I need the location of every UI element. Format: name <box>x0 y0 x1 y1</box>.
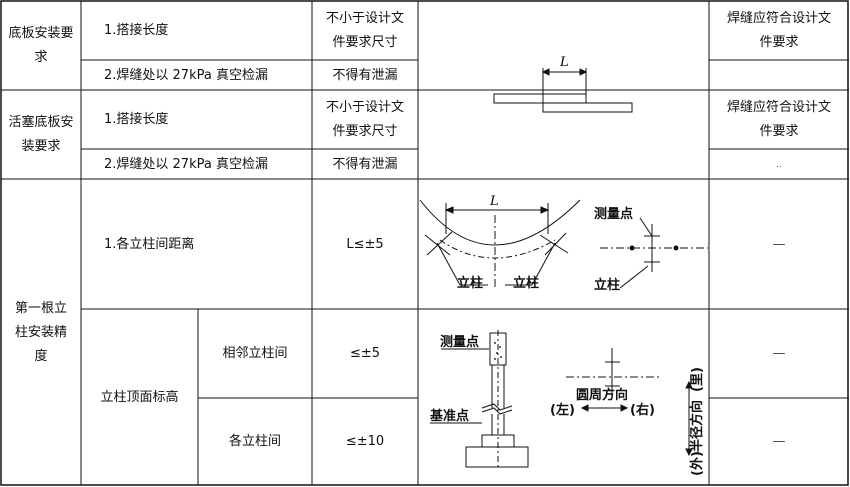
distance-L-label: L <box>489 194 499 209</box>
outer-label: (外) <box>689 451 705 476</box>
row-label-piston-plate: 活塞底板安装要求 <box>8 115 74 154</box>
row-label-column: 第一根立柱安装精度 <box>14 300 67 364</box>
item-lap-length: 1.搭接长度 <box>104 23 169 38</box>
remark-column-distance: — <box>772 236 786 252</box>
req-vacuum-test: 不得有泄漏 <box>332 67 398 83</box>
remark-base-plate: 焊缝应符合设计文件要求 <box>726 11 831 50</box>
req-lap-length-piston: 不小于设计文件要求尺寸 <box>325 100 404 139</box>
item-column-distance: 1.各立柱间距离 <box>104 236 195 252</box>
right-label: (右) <box>630 402 655 418</box>
column-right-label: 立柱 <box>513 275 539 291</box>
remark-each-column: — <box>772 434 786 449</box>
elevation-diagram <box>430 330 693 470</box>
remark-adjacent-columns: — <box>772 346 786 361</box>
column-side-label: 立柱 <box>594 277 620 293</box>
remark-piston-plate-2: .. <box>776 159 782 170</box>
req-lap-length: 不小于设计文件要求尺寸 <box>325 11 404 50</box>
left-label: (左) <box>550 402 575 418</box>
item-vacuum-test-piston: 2.焊缝处以 27kPa 真空检漏 <box>104 156 268 172</box>
elevation-measure-point: 测量点 <box>440 334 479 350</box>
req-vacuum-test-piston: 不得有泄漏 <box>332 156 398 172</box>
datum-point-label: 基准点 <box>429 408 469 424</box>
column-left-label: 立柱 <box>457 275 483 291</box>
inner-label: (里) <box>690 367 705 392</box>
item-lap-length-piston: 1.搭接长度 <box>104 112 169 127</box>
column-distance-diagram <box>419 199 708 290</box>
item-vacuum-test: 2.焊缝处以 27kPa 真空检漏 <box>104 67 268 83</box>
row-label-base-plate: 底板安装要求 <box>8 26 74 65</box>
measure-point-label: 测量点 <box>594 206 633 222</box>
lap-length-label: L <box>559 55 569 70</box>
radial-label: 半径方向 <box>689 400 705 452</box>
req-adjacent-columns: ≤±5 <box>349 346 381 361</box>
circumferential-label: 圆周方向 <box>576 387 628 403</box>
item-top-elevation: 立柱顶面标高 <box>100 389 179 405</box>
item-each-column: 各立柱间 <box>228 434 281 449</box>
req-each-column: ≤±10 <box>345 434 385 449</box>
req-column-distance: L≤±5 <box>346 236 384 252</box>
item-adjacent-columns: 相邻立柱间 <box>222 346 288 361</box>
lap-joint-diagram <box>493 68 633 113</box>
remark-piston-plate: 焊缝应符合设计文件要求 <box>726 100 831 139</box>
